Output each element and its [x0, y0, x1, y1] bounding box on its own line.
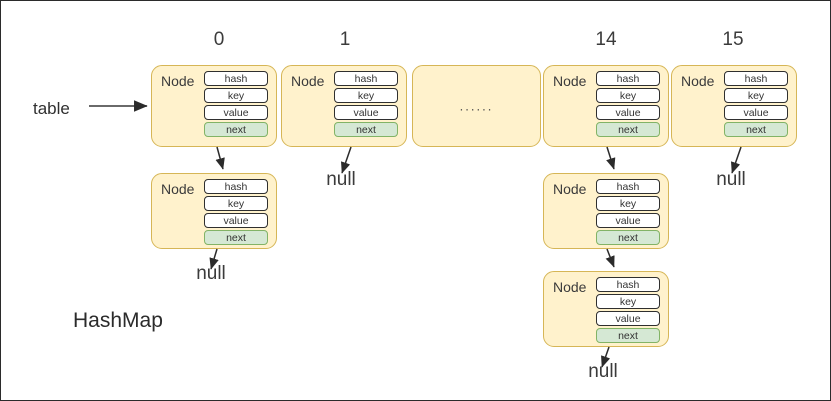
node-fields: hash key value next — [596, 179, 660, 245]
node-type-label: Node — [291, 73, 325, 89]
column-header-14: 14 — [595, 29, 617, 50]
field-value: value — [596, 311, 660, 326]
bucket-0[interactable]: Node hash key value next — [151, 65, 277, 147]
diagram-title: HashMap — [73, 309, 163, 332]
field-value: value — [724, 105, 788, 120]
node-type-label: Node — [161, 73, 195, 89]
field-value: value — [596, 213, 660, 228]
node-type-label: Node — [681, 73, 715, 89]
arrow-bucket0-to-node1 — [215, 146, 225, 170]
field-key: key — [724, 88, 788, 103]
null-terminator-bucket-14: null — [588, 361, 618, 382]
null-terminator-bucket-1: null — [326, 169, 356, 190]
bucket-15[interactable]: Node hash key value next — [671, 65, 797, 147]
field-key: key — [204, 88, 268, 103]
field-next: next — [596, 328, 660, 343]
field-key: key — [596, 196, 660, 211]
field-key: key — [596, 294, 660, 309]
ellipsis-label: ...... — [459, 98, 494, 114]
field-hash: hash — [596, 277, 660, 292]
bucket-ellipsis: ...... — [412, 65, 541, 147]
field-next: next — [596, 122, 660, 137]
field-next: next — [724, 122, 788, 137]
null-terminator-bucket-15: null — [716, 169, 746, 190]
field-hash: hash — [204, 71, 268, 86]
node-fields: hash key value next — [204, 71, 268, 137]
node-type-label: Node — [553, 279, 587, 295]
chain-node-0-1[interactable]: Node hash key value next — [151, 173, 277, 249]
field-next: next — [204, 230, 268, 245]
field-value: value — [204, 105, 268, 120]
chain-node-14-2[interactable]: Node hash key value next — [543, 271, 669, 347]
chain-node-14-1[interactable]: Node hash key value next — [543, 173, 669, 249]
field-hash: hash — [596, 179, 660, 194]
bucket-14[interactable]: Node hash key value next — [543, 65, 669, 147]
field-value: value — [596, 105, 660, 120]
column-header-15: 15 — [722, 29, 744, 50]
arrow-node14-1-to-node14-2 — [605, 248, 615, 268]
node-fields: hash key value next — [596, 277, 660, 343]
field-value: value — [204, 213, 268, 228]
arrow-bucket14-to-node1 — [606, 146, 616, 170]
field-hash: hash — [334, 71, 398, 86]
field-key: key — [204, 196, 268, 211]
bucket-1[interactable]: Node hash key value next — [281, 65, 407, 147]
field-key: key — [596, 88, 660, 103]
column-header-0: 0 — [213, 29, 225, 50]
column-header-1: 1 — [339, 29, 351, 50]
field-hash: hash — [204, 179, 268, 194]
table-label: table — [33, 99, 70, 118]
node-fields: hash key value next — [204, 179, 268, 245]
node-fields: hash key value next — [596, 71, 660, 137]
node-fields: hash key value next — [724, 71, 788, 137]
field-key: key — [334, 88, 398, 103]
field-value: value — [334, 105, 398, 120]
node-type-label: Node — [553, 181, 587, 197]
field-next: next — [204, 122, 268, 137]
field-next: next — [334, 122, 398, 137]
node-type-label: Node — [161, 181, 195, 197]
node-fields: hash key value next — [334, 71, 398, 137]
field-next: next — [596, 230, 660, 245]
field-hash: hash — [724, 71, 788, 86]
node-type-label: Node — [553, 73, 587, 89]
null-terminator-bucket-0: null — [196, 263, 226, 284]
field-hash: hash — [596, 71, 660, 86]
